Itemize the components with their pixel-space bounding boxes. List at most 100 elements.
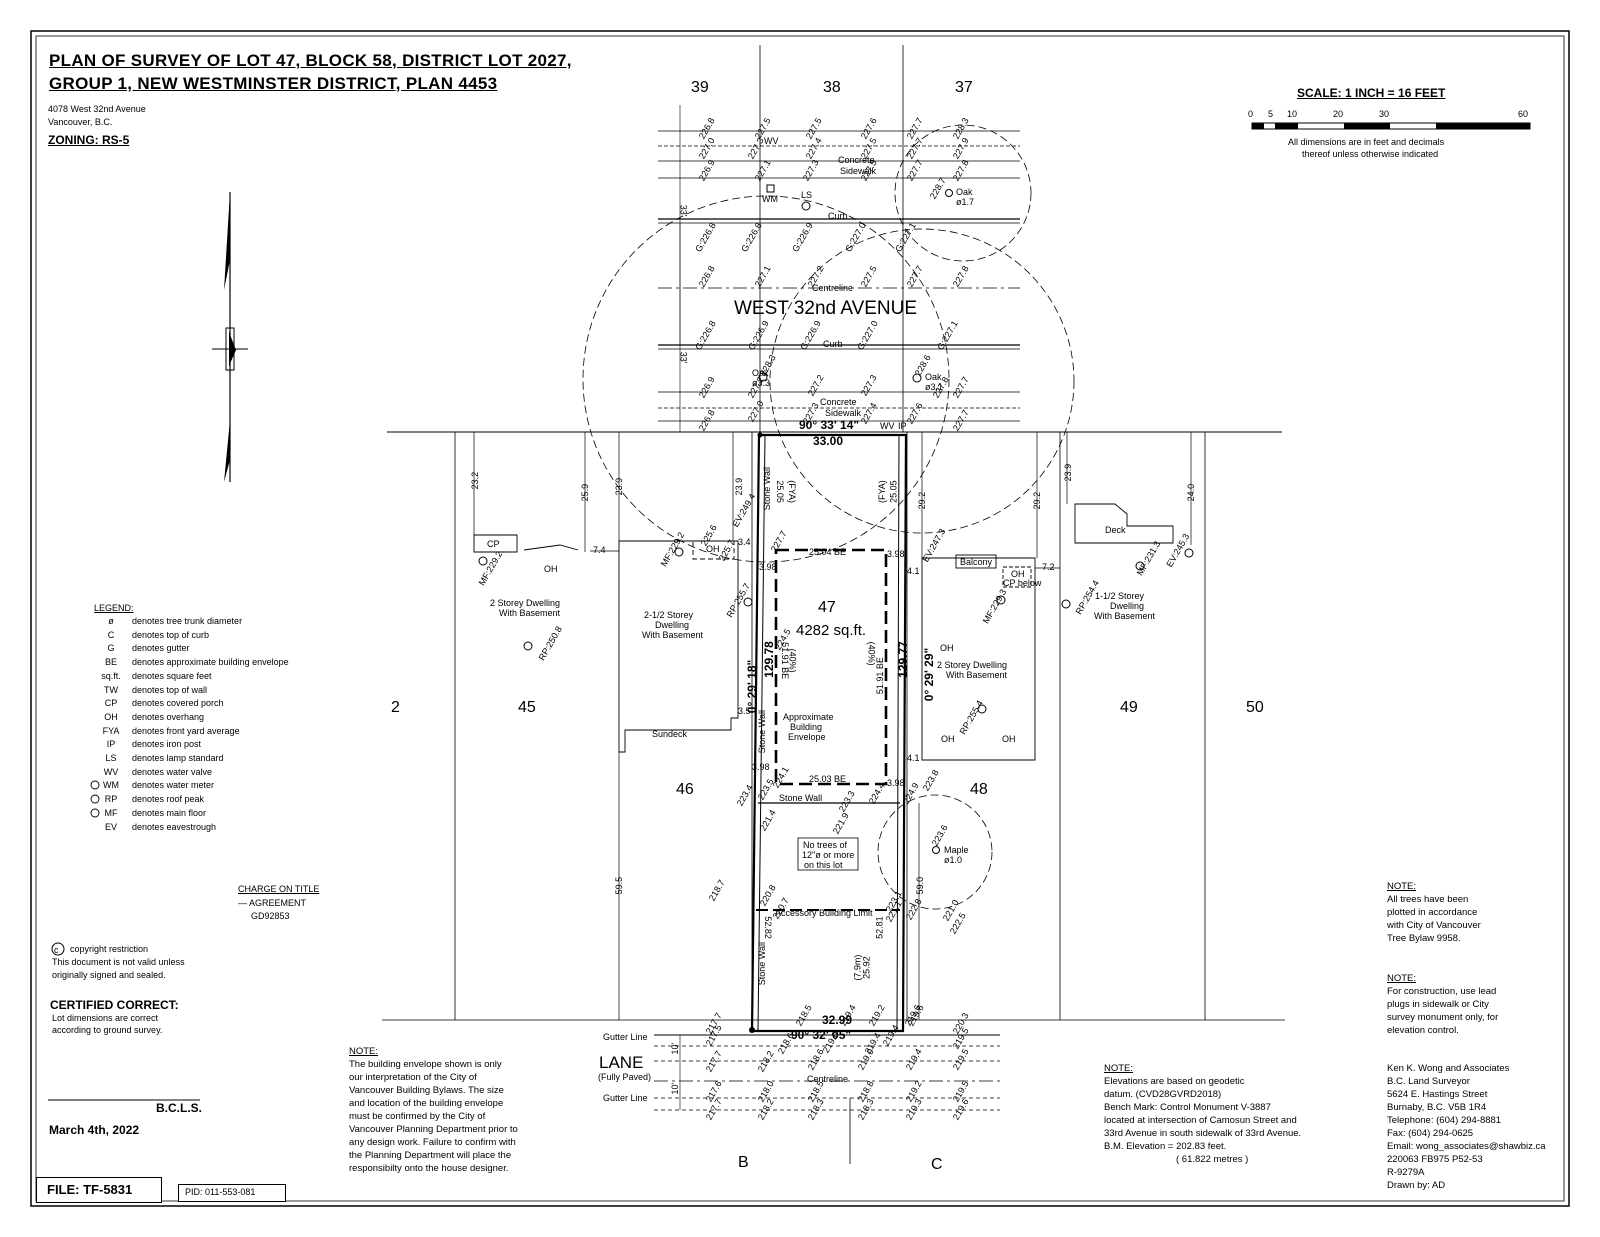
pid-number: PID: 011-553-081 <box>185 1187 256 1197</box>
scale-tick-0: 0 <box>1248 109 1254 119</box>
legend-text: denotes iron post <box>132 739 202 750</box>
setback-east-fya: (FYA) <box>876 480 887 504</box>
note-trees-line: plotted in accordance <box>1387 907 1478 918</box>
lot-37: 37 <box>955 79 973 96</box>
water-meter-icon <box>766 184 775 193</box>
legend-symbol: MF <box>104 807 118 818</box>
dim-24-0: 24.0 <box>1186 483 1197 502</box>
setback-west: 25.05 <box>774 480 785 503</box>
front-dimension: 33.00 <box>813 434 844 448</box>
lot49-dwelling-3: With Basement <box>1094 611 1156 621</box>
envelope-west-percent: (40%) <box>787 648 798 673</box>
note-envelope-line: The building envelope shown is only <box>349 1059 502 1070</box>
zoning-label: ZONING: RS-5 <box>48 133 130 147</box>
oak-3-name: Oak <box>925 372 942 382</box>
note-envelope-title: NOTE: <box>349 1046 379 1057</box>
surveyor-line: Telephone: (604) 294-8881 <box>1387 1115 1502 1126</box>
envelope-east-percent: (40%) <box>866 641 877 666</box>
survey-date: March 4th, 2022 <box>49 1123 140 1137</box>
lot48-dim: 7.2 <box>1042 562 1055 572</box>
site-symbols <box>478 184 1194 854</box>
lot46-side-dim: 3.4 <box>738 537 751 547</box>
roof-peak-icon <box>996 595 1006 605</box>
rear-dimension: 32.99 <box>822 1013 853 1027</box>
lot48-dwelling-2: With Basement <box>946 670 1008 680</box>
legend-symbol: RP <box>104 794 118 805</box>
charge-title: CHARGE ON TITLE <box>238 884 320 894</box>
sundeck-label: Sundeck <box>652 729 688 739</box>
lot-area: 4282 sq.ft. <box>796 622 867 639</box>
dim-59-0: 59.0 <box>915 876 926 895</box>
surveyor-line: Drawn by: AD <box>1387 1180 1446 1191</box>
note-trees-line: with City of Vancouver <box>1387 920 1481 931</box>
note-elev-line: ( 61.822 metres ) <box>1176 1154 1249 1165</box>
surveyor-line: R-9279A <box>1387 1167 1425 1178</box>
legend-text: denotes covered porch <box>132 698 224 709</box>
scale-tick-20: 20 <box>1333 109 1344 119</box>
lot49-dwelling-2: Dwelling <box>1110 601 1145 611</box>
cp-below-label: CP below <box>1003 578 1042 588</box>
ip-label-front: IP <box>898 421 907 431</box>
oak-1-name: Oak <box>956 187 973 197</box>
lot-b: B <box>738 1154 749 1171</box>
lamp-standard-icon <box>801 201 811 211</box>
legend-symbol: BE <box>104 657 117 668</box>
surveyor-line: 5624 E. Hastings Street <box>1387 1089 1488 1100</box>
north-arrow-icon <box>212 192 248 482</box>
oak-1-diameter: ø1.7 <box>956 197 975 207</box>
dim-23-2: 23.2 <box>470 471 481 490</box>
scale-note-1: All dimensions are in feet and decimals <box>1288 137 1445 147</box>
certified-line-1: Lot dimensions are correct <box>52 1013 159 1023</box>
legend-text: denotes top of wall <box>132 684 208 695</box>
subject-lot-outline <box>750 433 908 1033</box>
street-name: WEST 32nd AVENUE <box>734 298 918 319</box>
address-line-1: 4078 West 32nd Avenue <box>48 104 146 114</box>
legend-text: denotes eavestrough <box>132 821 217 832</box>
building-envelope <box>774 548 888 786</box>
legend-text: denotes water meter <box>132 780 215 791</box>
title-line-1: PLAN OF SURVEY OF LOT 47, BLOCK 58, DIST… <box>49 51 572 70</box>
note-construction-line: For construction, use lead <box>1387 986 1497 997</box>
rear-bearing: 90° 32' 05" <box>791 1028 852 1042</box>
lot46-dwelling-2: Dwelling <box>655 620 690 630</box>
surveyor-line: B.C. Land Surveyor <box>1387 1076 1470 1087</box>
wm-label: WM <box>762 194 778 204</box>
lot48-side-dim: 4.1 <box>907 566 920 576</box>
stone-wall-west: Stone Wall <box>761 467 772 511</box>
accessory-limit-label: Accessory Building Limit <box>775 908 873 918</box>
charge-line-1: — AGREEMENT <box>238 898 307 908</box>
legend-symbol: C <box>107 629 115 640</box>
note-elev-line: datum. (CVD28GVRD2018) <box>1104 1089 1222 1100</box>
legend-text: denotes tree trunk diameter <box>132 616 243 626</box>
lot-2: 2 <box>391 699 400 716</box>
surveyor-line: Fax: (604) 294-0625 <box>1387 1128 1474 1139</box>
roof-peak-icon <box>977 704 987 714</box>
surveyor-block: Ken K. Wong and Associates B.C. Land Sur… <box>1387 1062 1546 1192</box>
lane-name: LANE <box>599 1053 644 1072</box>
dim-29-2-b: 29.2 <box>1032 491 1043 510</box>
east-dimension: 129.77 <box>895 641 910 678</box>
side-west-front: 3.98 <box>759 562 777 572</box>
legend-text: denotes lamp standard <box>132 753 224 763</box>
legend-text: denotes approximate building envelope <box>132 657 289 668</box>
dim-59-5: 59.5 <box>614 876 625 895</box>
envelope-label-2: Building <box>790 722 823 732</box>
envelope-label-1: Approximate <box>783 712 834 722</box>
note-elev-line: located at intersection of Camosun Stree… <box>1104 1115 1297 1126</box>
sidewalk-south-2: Sidewalk <box>825 408 862 418</box>
lot45-dwelling-2: With Basement <box>499 608 561 618</box>
dim-23-9-a: 23.9 <box>614 477 625 496</box>
scale-tick-30: 30 <box>1379 109 1390 119</box>
tree-trunk-icon <box>912 373 922 383</box>
note-envelope-line: Vancouver Building Bylaws. The size <box>349 1085 504 1096</box>
roof-peak-icon <box>1184 548 1194 558</box>
